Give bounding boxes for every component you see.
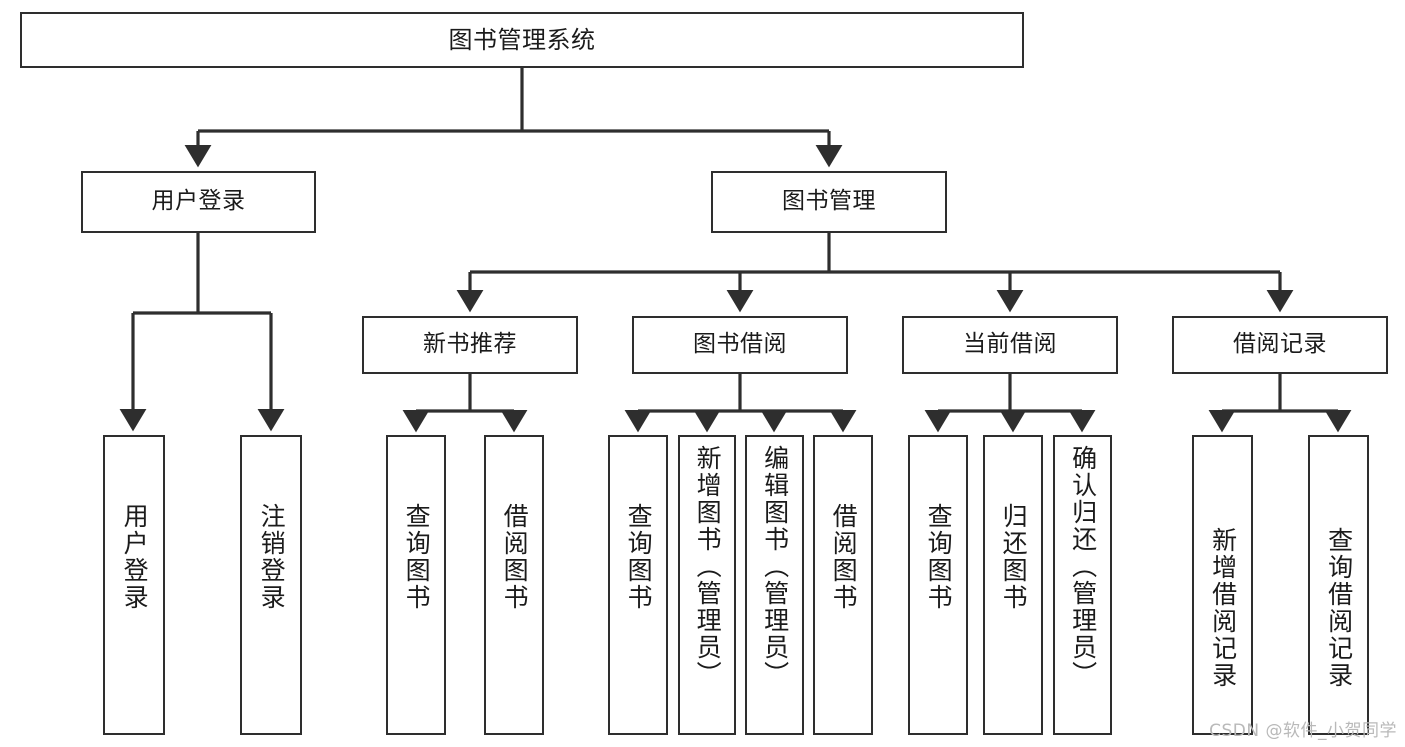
- node-label: 新增借阅记录: [1208, 527, 1238, 689]
- node-borrow-record[interactable]: 借阅记录: [1172, 316, 1388, 374]
- node-leaf-query-book-recommend[interactable]: 查询图书: [386, 435, 446, 735]
- node-leaf-query-borrow-record[interactable]: 查询借阅记录: [1308, 435, 1369, 735]
- node-label: 新书推荐: [423, 331, 517, 358]
- node-leaf-query-book-current[interactable]: 查询图书: [908, 435, 968, 735]
- node-user-login[interactable]: 用户登录: [81, 171, 316, 233]
- node-label: 用户登录: [151, 188, 246, 215]
- node-label: 图书管理: [782, 188, 876, 215]
- node-leaf-add-book-admin[interactable]: 新增图书（管理员）: [678, 435, 736, 735]
- node-label: 查询借阅记录: [1324, 527, 1354, 689]
- node-leaf-return-book[interactable]: 归还图书: [983, 435, 1043, 735]
- node-label: 编辑图书（管理员）: [760, 445, 790, 688]
- node-new-book-recommend[interactable]: 新书推荐: [362, 316, 578, 374]
- node-label: 图书借阅: [693, 331, 787, 358]
- node-leaf-confirm-return-admin[interactable]: 确认归还（管理员）: [1053, 435, 1112, 735]
- node-leaf-edit-book-admin[interactable]: 编辑图书（管理员）: [745, 435, 804, 735]
- node-label: 借阅图书: [829, 503, 859, 611]
- node-label: 用户登录: [120, 503, 150, 611]
- node-label: 查询图书: [624, 503, 654, 611]
- watermark-text: CSDN @软件_小贺同学: [1209, 721, 1397, 741]
- node-leaf-borrow-book[interactable]: 借阅图书: [813, 435, 873, 735]
- node-book-management[interactable]: 图书管理: [711, 171, 947, 233]
- node-label: 查询图书: [924, 503, 954, 611]
- node-book-borrow[interactable]: 图书借阅: [632, 316, 848, 374]
- node-label: 归还图书: [999, 503, 1029, 611]
- node-label: 确认归还（管理员）: [1068, 445, 1098, 688]
- node-leaf-add-borrow-record[interactable]: 新增借阅记录: [1192, 435, 1253, 735]
- node-leaf-user-login[interactable]: 用户登录: [103, 435, 165, 735]
- node-book-management-system[interactable]: 图书管理系统: [20, 12, 1024, 68]
- node-leaf-logout[interactable]: 注销登录: [240, 435, 302, 735]
- node-current-borrow[interactable]: 当前借阅: [902, 316, 1118, 374]
- node-label: 查询图书: [402, 503, 432, 611]
- node-label: 借阅图书: [500, 503, 530, 611]
- node-label: 注销登录: [257, 503, 287, 611]
- node-label: 图书管理系统: [448, 25, 596, 54]
- node-leaf-query-book-borrow[interactable]: 查询图书: [608, 435, 668, 735]
- node-label: 当前借阅: [963, 331, 1057, 358]
- node-label: 借阅记录: [1233, 331, 1327, 358]
- node-label: 新增图书（管理员）: [693, 445, 723, 688]
- node-leaf-borrow-book-recommend[interactable]: 借阅图书: [484, 435, 544, 735]
